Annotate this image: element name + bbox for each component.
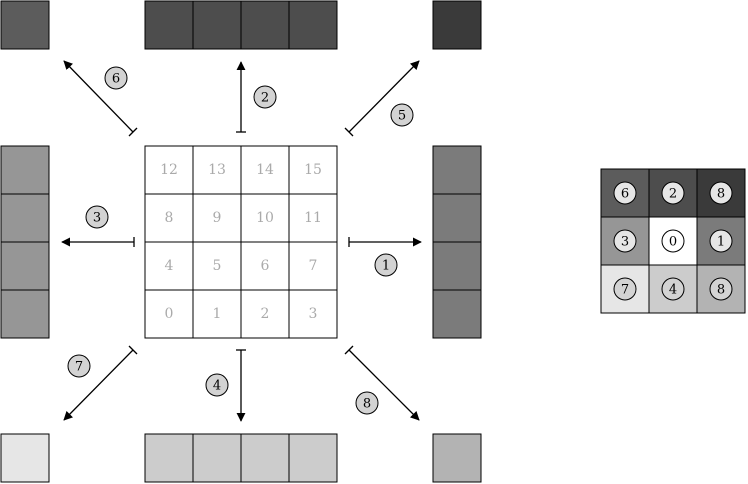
- center-grid-lines: [145, 146, 337, 338]
- arrow-down-right: [344, 345, 420, 421]
- cell-number: 2: [261, 306, 270, 322]
- cell-number: 4: [165, 258, 174, 274]
- legend-label: 4: [669, 283, 677, 298]
- badge-label: 2: [261, 91, 269, 106]
- legend-cell: [648, 264, 698, 314]
- strip-up: [144, 0, 338, 50]
- cell-number: 10: [256, 210, 274, 226]
- arrow-right: [348, 237, 422, 247]
- cell-number: 3: [309, 306, 318, 322]
- legend-badges: 6 2 8 3 0 1 7 4 8: [613, 181, 733, 301]
- strip-up-cell: [288, 0, 338, 50]
- badge-label: 1: [382, 259, 390, 274]
- corner-down-left: [0, 433, 50, 483]
- badge-label: 4: [213, 379, 221, 394]
- strip-left-cell: [0, 289, 50, 339]
- cell-number: 9: [213, 210, 222, 226]
- cell-number: 11: [304, 210, 322, 226]
- cell-number: 13: [208, 162, 226, 178]
- strip-down-cell: [288, 433, 338, 483]
- badge-5: 5: [390, 103, 414, 127]
- corner-up-left: [0, 0, 50, 50]
- arrow-up-left: [63, 60, 138, 137]
- badge-4: 4: [205, 373, 229, 397]
- arrow-down-left: [63, 345, 138, 421]
- badge-7: 7: [67, 354, 91, 378]
- strip-left-cell: [0, 193, 50, 243]
- center-grid-numbers: 12 13 14 15 8 9 10 11 4 5 6 7 0 1 2 3: [160, 162, 322, 322]
- badge-label: 8: [363, 397, 371, 412]
- badge-8: 8: [355, 391, 379, 415]
- cell-number: 5: [213, 258, 222, 274]
- strip-right-cell: [432, 241, 482, 291]
- badge-label: 5: [398, 109, 406, 124]
- neighbor-strips: [0, 0, 482, 483]
- cell-number: 14: [256, 162, 274, 178]
- strip-up-cell: [240, 0, 290, 50]
- corner-up-right: [432, 0, 482, 50]
- strip-left: [0, 145, 50, 339]
- cell-number: 6: [261, 258, 270, 274]
- badge-label: 6: [112, 72, 120, 87]
- badge-label: 7: [75, 360, 83, 375]
- strip-up-cell: [192, 0, 242, 50]
- strip-left-cell: [0, 241, 50, 291]
- cell-number: 7: [309, 258, 318, 274]
- badge-1: 1: [374, 253, 398, 277]
- badge-2: 2: [253, 85, 277, 109]
- badge-6: 6: [104, 66, 128, 90]
- strip-down-cell: [144, 433, 194, 483]
- strip-up-cell: [144, 0, 194, 50]
- legend-label: 8: [717, 283, 725, 298]
- cell-number: 1: [213, 306, 222, 322]
- center-grid: 12 13 14 15 8 9 10 11 4 5 6 7 0 1 2 3: [144, 145, 338, 339]
- cell-number: 0: [165, 306, 174, 322]
- legend-label: 8: [717, 187, 725, 202]
- cell-number: 12: [160, 162, 178, 178]
- legend-label: 0: [669, 235, 677, 250]
- cell-number: 15: [304, 162, 322, 178]
- arrow-down: [236, 349, 246, 422]
- corner-down-right: [432, 433, 482, 483]
- strip-right-cell: [432, 193, 482, 243]
- legend-label: 2: [669, 187, 677, 202]
- legend-cell: [648, 216, 698, 266]
- cell-number: 8: [165, 210, 174, 226]
- legend-label: 6: [621, 187, 629, 202]
- badge-label: 3: [93, 211, 101, 226]
- legend-grid: 6 2 8 3 0 1 7 4 8: [600, 168, 746, 314]
- legend-label: 1: [717, 235, 725, 250]
- strip-down-cell: [192, 433, 242, 483]
- arrow-up-right: [344, 60, 420, 137]
- legend-label: 3: [621, 235, 629, 250]
- strip-right: [432, 145, 482, 339]
- direction-arrows: [61, 60, 422, 422]
- arrow-up: [236, 61, 246, 133]
- strip-right-cell: [432, 145, 482, 195]
- strip-down: [144, 433, 338, 483]
- badge-3: 3: [85, 205, 109, 229]
- legend-label: 7: [621, 283, 629, 298]
- strip-left-cell: [0, 145, 50, 195]
- arrow-left: [61, 237, 135, 247]
- arrow-badges: 1 2 3 4 5 6 7 8: [67, 66, 414, 415]
- strip-down-cell: [240, 433, 290, 483]
- strip-right-cell: [432, 289, 482, 339]
